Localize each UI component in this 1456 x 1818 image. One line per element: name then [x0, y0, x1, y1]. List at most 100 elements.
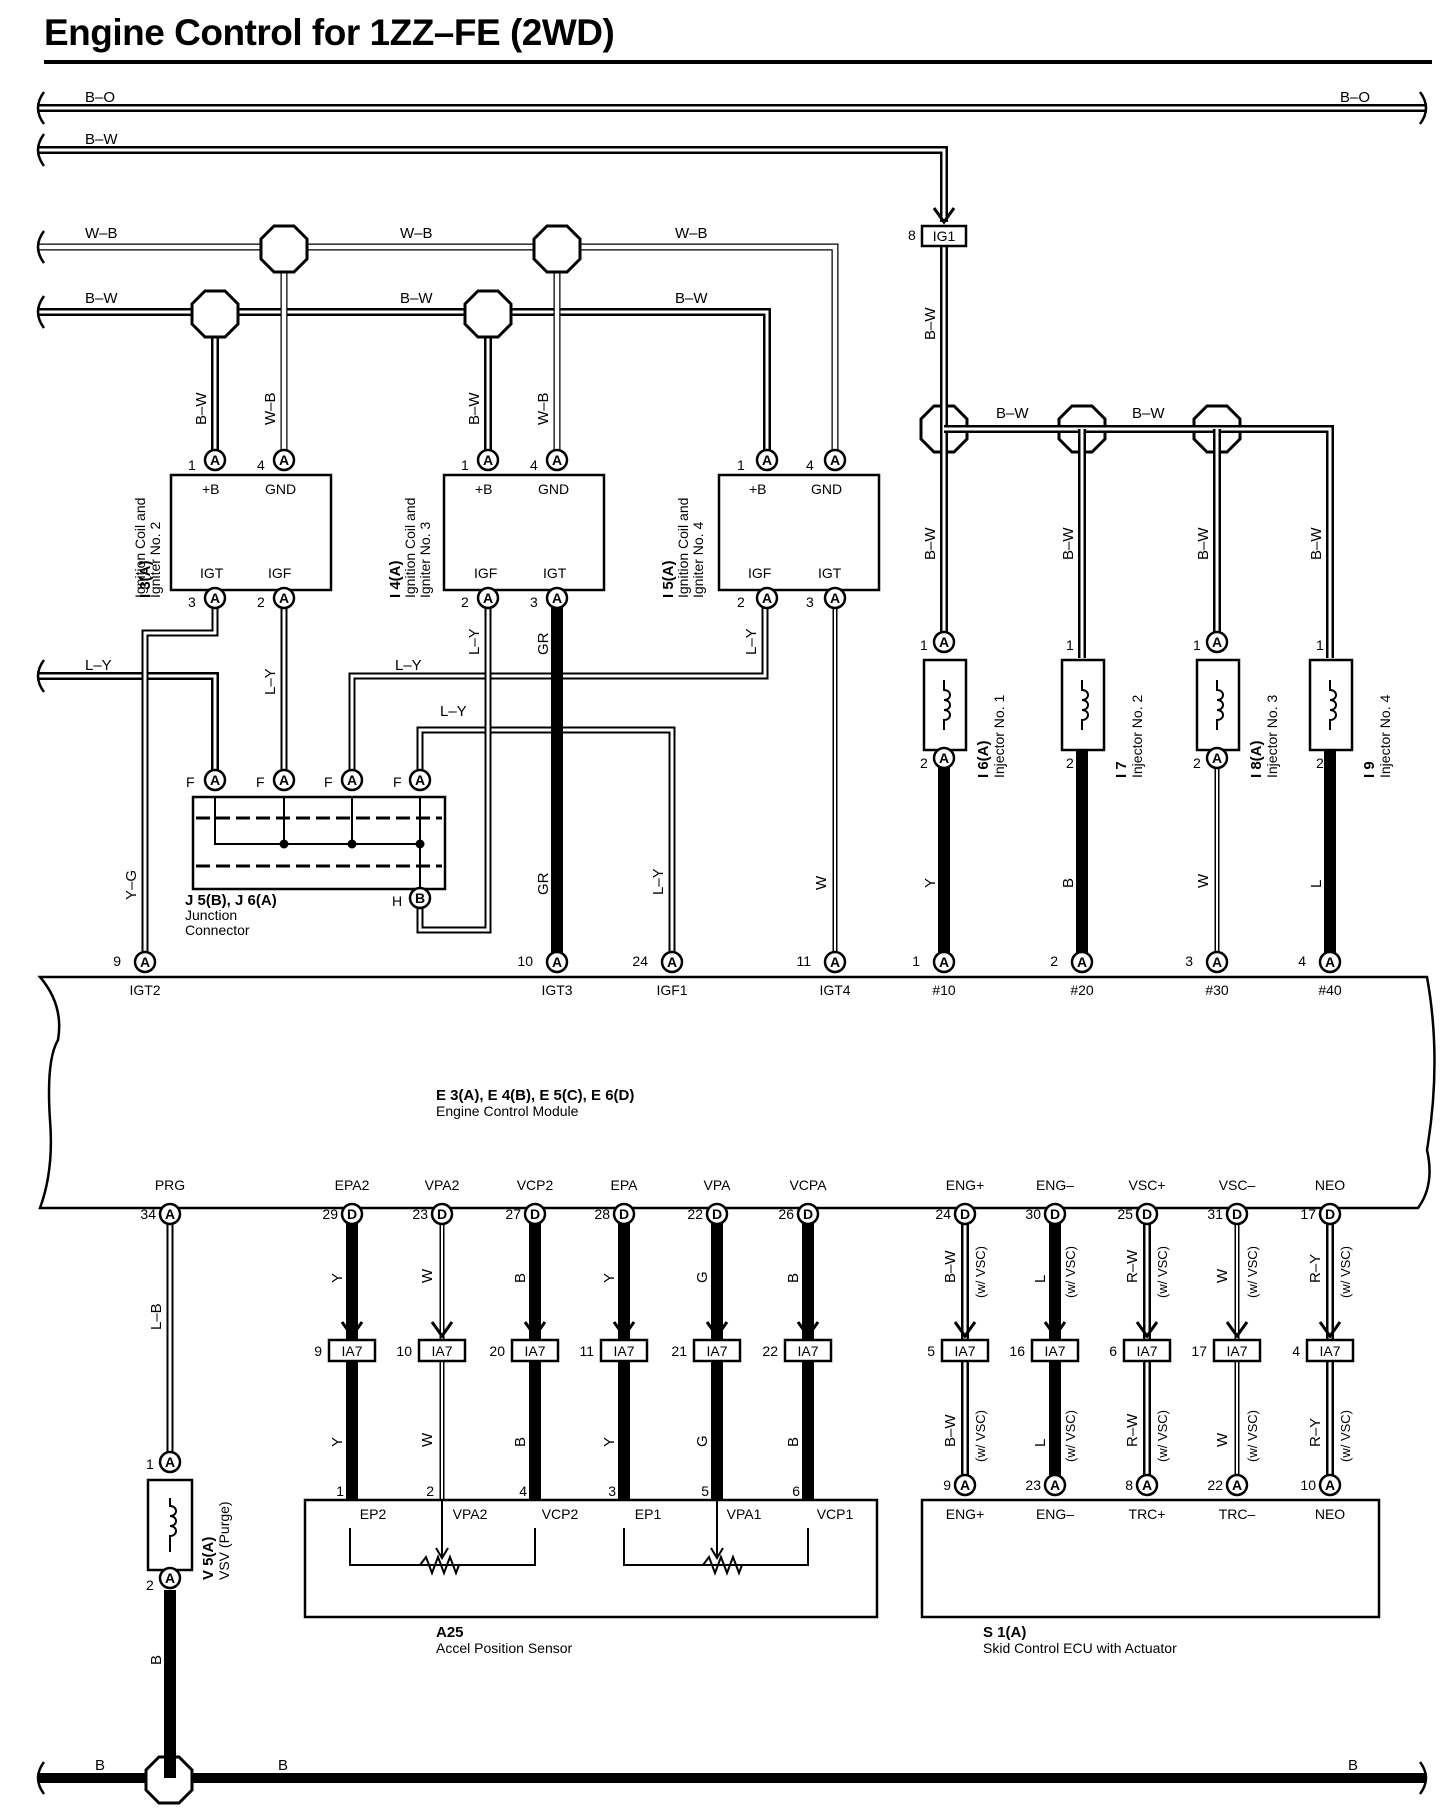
ia7-label-8: IA7: [1136, 1343, 1157, 1359]
svg-text:IGF: IGF: [474, 565, 497, 581]
ia7-label-0: IA7: [341, 1343, 362, 1359]
bus-bw: [38, 308, 771, 460]
bus-ly-label: L–Y: [85, 657, 112, 674]
ecm-bottom-pin-name-6: VCPA: [789, 1177, 827, 1193]
ecm-bottom-pin-conn-11-letter: D: [1325, 1206, 1335, 1222]
svg-text:1: 1: [920, 637, 928, 653]
injector-2-pin2-conn-letter: A: [1212, 750, 1222, 766]
svg-text:+B: +B: [749, 481, 767, 497]
junction-f-conn-3-letter: A: [415, 772, 425, 788]
ia7-box-8: [1122, 1338, 1172, 1363]
ia7-wire-lower-label-1: W: [419, 1432, 436, 1447]
bus-bw-label-3: B–W: [675, 290, 708, 307]
coil-pin-conn-11-letter: A: [830, 590, 840, 606]
svg-text:2: 2: [737, 594, 745, 610]
inj2-name: Injector No. 2: [1129, 695, 1145, 778]
vsv-pin1-conn: [158, 1450, 182, 1474]
inj3-bottom-label: W: [1195, 873, 1212, 888]
inj1-bottom-label: Y: [922, 878, 939, 888]
coil-box-3: [442, 473, 606, 592]
ignition-coils: [169, 473, 881, 592]
inj2-bottom-label: B: [1060, 878, 1077, 888]
ia7-box-4: [692, 1338, 742, 1363]
prg-wire-label: L–B: [148, 1303, 165, 1330]
coil-pin-conn-4-letter: A: [762, 452, 772, 468]
ia7-pin-1: 10: [396, 1343, 412, 1359]
svg-text:2: 2: [461, 594, 469, 610]
injector-pin-numbers: 12 12 12 12 12: [146, 637, 1324, 1593]
coil-box-2: [169, 473, 333, 592]
ecm-bottom-pin-name-4: EPA: [611, 1177, 639, 1193]
junction-f-conn-2-letter: A: [347, 772, 357, 788]
ia7-pin-4: 21: [671, 1343, 687, 1359]
ecm-bottom-pin-name-1: EPA2: [335, 1177, 370, 1193]
svg-text:4: 4: [530, 457, 538, 473]
coil-pin-conn-6-letter: A: [210, 590, 220, 606]
bus-lines: [38, 104, 1425, 1783]
ia7-wire-upper-label-0: Y: [329, 1273, 346, 1283]
coil4-ly-label: L–Y: [743, 628, 760, 655]
svg-text:IGF: IGF: [268, 565, 291, 581]
ground-label-1: B: [95, 1757, 105, 1774]
ecm-top-pin-6: [1205, 950, 1229, 974]
svg-text:IGT: IGT: [200, 565, 224, 581]
svg-text:1: 1: [1316, 637, 1324, 653]
ecm-bottom-pin-conn-10-letter: D: [1232, 1206, 1242, 1222]
injector-coil-symbols: [943, 680, 1337, 730]
ecm-box: [37, 975, 1436, 1210]
vsc-note-lower-6: (w/ VSC): [973, 1410, 988, 1462]
ia7-box-6: [940, 1338, 990, 1363]
inj1-name: Injector No. 1: [991, 695, 1007, 778]
ia7-label-3: IA7: [613, 1343, 634, 1359]
ecm-bottom-pin-conn-4-letter: D: [619, 1206, 629, 1222]
component-names: I 3(A) Ignition Coil and Igniter No. 2 I…: [132, 498, 1393, 1580]
w-low-label: W: [813, 875, 830, 890]
skid-term-4: NEO: [1315, 1506, 1345, 1522]
ecm-bottom-pin-name-9: VSC+: [1129, 1177, 1166, 1193]
ia7-pin-7: 16: [1009, 1343, 1025, 1359]
vsc-note-upper-7: (w/ VSC): [1063, 1246, 1078, 1298]
ig1-arrow: [932, 207, 956, 225]
ia7-box-5: [783, 1338, 833, 1363]
junction-f-conn-0: [203, 768, 227, 792]
ecm-bottom-pin-num-11: 17: [1300, 1206, 1316, 1222]
ia7-pin-5: 22: [762, 1343, 778, 1359]
ia7-label-7: IA7: [1044, 1343, 1065, 1359]
ia7-pin-3: 11: [579, 1343, 594, 1359]
coil-pin-conn-10-letter: A: [762, 590, 772, 606]
ia7-pin-6: 5: [927, 1343, 935, 1359]
coil-pin-conn-1: [272, 448, 296, 472]
ia7-wire-upper-label-7: L: [1032, 1275, 1049, 1283]
vsv-id: V 5(A): [200, 1537, 217, 1580]
svg-text:3: 3: [188, 594, 196, 610]
ecm-bottom-pin-name-3: VCP2: [517, 1177, 554, 1193]
coil2-id: I 3(A): [137, 560, 154, 598]
ecm-top-pin-7: [1318, 950, 1342, 974]
ecm-top-pin-1-letter: A: [552, 954, 562, 970]
vsc-note-lower-10: (w/ VSC): [1338, 1410, 1353, 1462]
ia7-wire-lower-label-0: Y: [329, 1437, 346, 1447]
bus-wb: [38, 243, 839, 460]
inj4-name: Injector No. 4: [1377, 695, 1393, 778]
svg-text:H: H: [392, 893, 402, 909]
svg-text:2: 2: [146, 1577, 154, 1593]
ecm-top-pin-name-2: IGF1: [656, 982, 687, 998]
junction-name2: Connector: [185, 922, 250, 938]
coil2-bw-label: B–W: [193, 392, 210, 425]
vsv-pin1-conn-letter: A: [165, 1454, 175, 1470]
bus-wb-label-1: W–B: [85, 225, 118, 242]
skid-name: Skid Control ECU with Actuator: [983, 1640, 1177, 1656]
ecm-top-pin-4-letter: A: [939, 954, 949, 970]
bus-bw-top: [38, 146, 948, 222]
ig1-pin: 8: [908, 227, 916, 243]
coil-pin-conn-11: [823, 586, 847, 610]
ecm-top-pin-0: [133, 950, 157, 974]
svg-text:1: 1: [461, 457, 469, 473]
ig1-label: IG1: [933, 228, 956, 244]
accel-term-0: EP2: [360, 1506, 387, 1522]
coil-pin-conn-0: [203, 448, 227, 472]
skid-pin-conn-2-letter: A: [1142, 1477, 1152, 1493]
